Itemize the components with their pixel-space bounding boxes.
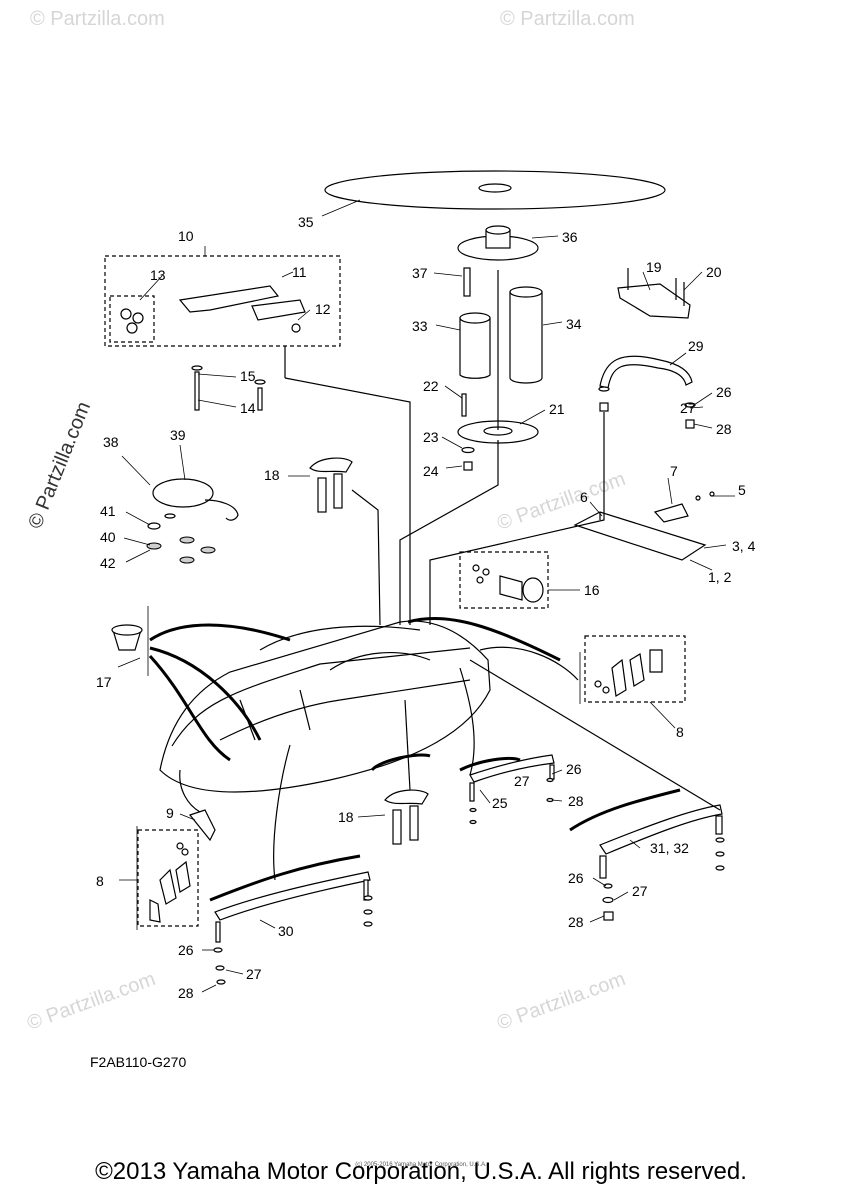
stud-bolt — [463, 267, 471, 297]
callout-21: 21 — [549, 401, 565, 417]
watermark: © Partzilla.com — [494, 968, 628, 1035]
hardware — [213, 777, 725, 985]
callout-28-b: 28 — [568, 793, 584, 809]
callout-34: 34 — [566, 316, 582, 332]
cleat-upper — [309, 457, 353, 513]
callout-27-b: 27 — [514, 773, 530, 789]
tower-bracket — [617, 268, 691, 319]
copyright: ©2013 Yamaha Motor Corporation, U.S.A. A… — [95, 1158, 747, 1185]
cup-holder — [111, 624, 143, 651]
callout-27-c: 27 — [632, 883, 648, 899]
callout-7: 7 — [670, 463, 678, 479]
callout-28-c: 28 — [568, 914, 584, 930]
callout-3-4: 3, 4 — [732, 538, 756, 554]
screws — [191, 365, 266, 411]
callout-28-a: 28 — [716, 421, 732, 437]
grab-handle — [598, 355, 696, 429]
callout-16: 16 — [584, 582, 600, 598]
callout-8-right: 8 — [676, 724, 684, 740]
side-rail-31-32 — [599, 804, 723, 879]
callout-33: 33 — [412, 318, 428, 334]
seat-rail — [573, 491, 715, 561]
tiny-copyright: (c) 2005-2016 Yamaha Motor Corporation, … — [355, 1162, 487, 1168]
watermark: © Partzilla.com — [24, 968, 158, 1035]
callout-39: 39 — [170, 427, 186, 443]
bracket-9 — [188, 809, 216, 842]
callout-22: 22 — [423, 378, 439, 394]
callout-leaders — [117, 199, 735, 993]
cleat-lower — [384, 789, 429, 845]
callout-23: 23 — [423, 429, 439, 445]
callout-17: 17 — [96, 674, 112, 690]
callout-13: 13 — [150, 267, 166, 283]
tower-top-cover — [324, 170, 666, 210]
callout-42: 42 — [100, 555, 116, 571]
callout-12: 12 — [315, 301, 331, 317]
callout-28-d: 28 — [178, 985, 194, 1001]
bracket-kit-box — [104, 255, 341, 347]
callout-labels: 35 36 37 33 34 22 21 23 24 10 11 12 13 1… — [96, 214, 756, 1001]
callout-11: 11 — [292, 264, 307, 280]
tower-sleeves — [459, 286, 543, 384]
callout-18-upper: 18 — [264, 467, 280, 483]
callout-27-a: 27 — [680, 400, 696, 416]
callout-37: 37 — [412, 265, 428, 281]
diagram-code: F2AB110-G270 — [90, 1054, 187, 1070]
callout-18-lower: 18 — [338, 809, 354, 825]
callout-36: 36 — [562, 229, 578, 245]
callout-27-d: 27 — [246, 966, 262, 982]
tow-eye-kit-left — [137, 829, 199, 927]
boat-hull — [159, 620, 491, 793]
callout-30: 30 — [278, 923, 294, 939]
tower-top-flange — [457, 225, 539, 261]
callout-26-d: 26 — [178, 942, 194, 958]
tower-base-flange — [457, 393, 539, 471]
tow-eye-kit-right — [584, 635, 686, 703]
callout-31-32: 31, 32 — [650, 840, 689, 856]
side-rail-25 — [469, 754, 555, 802]
ring-kit — [146, 478, 239, 564]
watermark: © Partzilla.com — [500, 8, 635, 30]
callout-26-c: 26 — [568, 870, 584, 886]
callout-9: 9 — [166, 805, 174, 821]
callout-1-2: 1, 2 — [708, 569, 732, 585]
callout-8-left: 8 — [96, 873, 104, 889]
callout-20: 20 — [706, 264, 722, 280]
watermark: © Partzilla.com — [30, 8, 165, 30]
side-rail-30 — [214, 871, 371, 943]
assembly-lines — [136, 270, 721, 930]
callout-35: 35 — [298, 214, 314, 230]
callout-6: 6 — [580, 489, 588, 505]
callout-19: 19 — [646, 259, 662, 275]
callout-26-a: 26 — [716, 384, 732, 400]
callout-41: 41 — [100, 503, 116, 519]
callout-10: 10 — [178, 228, 194, 244]
callout-25: 25 — [492, 795, 508, 811]
callout-26-b: 26 — [566, 761, 582, 777]
light-kit-box — [459, 551, 549, 609]
callout-40: 40 — [100, 529, 116, 545]
callout-24: 24 — [423, 463, 439, 479]
callout-14: 14 — [240, 400, 256, 416]
watermark: © Partzilla.com — [24, 399, 95, 532]
callout-5: 5 — [738, 482, 746, 498]
callout-38: 38 — [103, 434, 119, 450]
callout-15: 15 — [240, 368, 256, 384]
callout-29: 29 — [688, 338, 704, 354]
